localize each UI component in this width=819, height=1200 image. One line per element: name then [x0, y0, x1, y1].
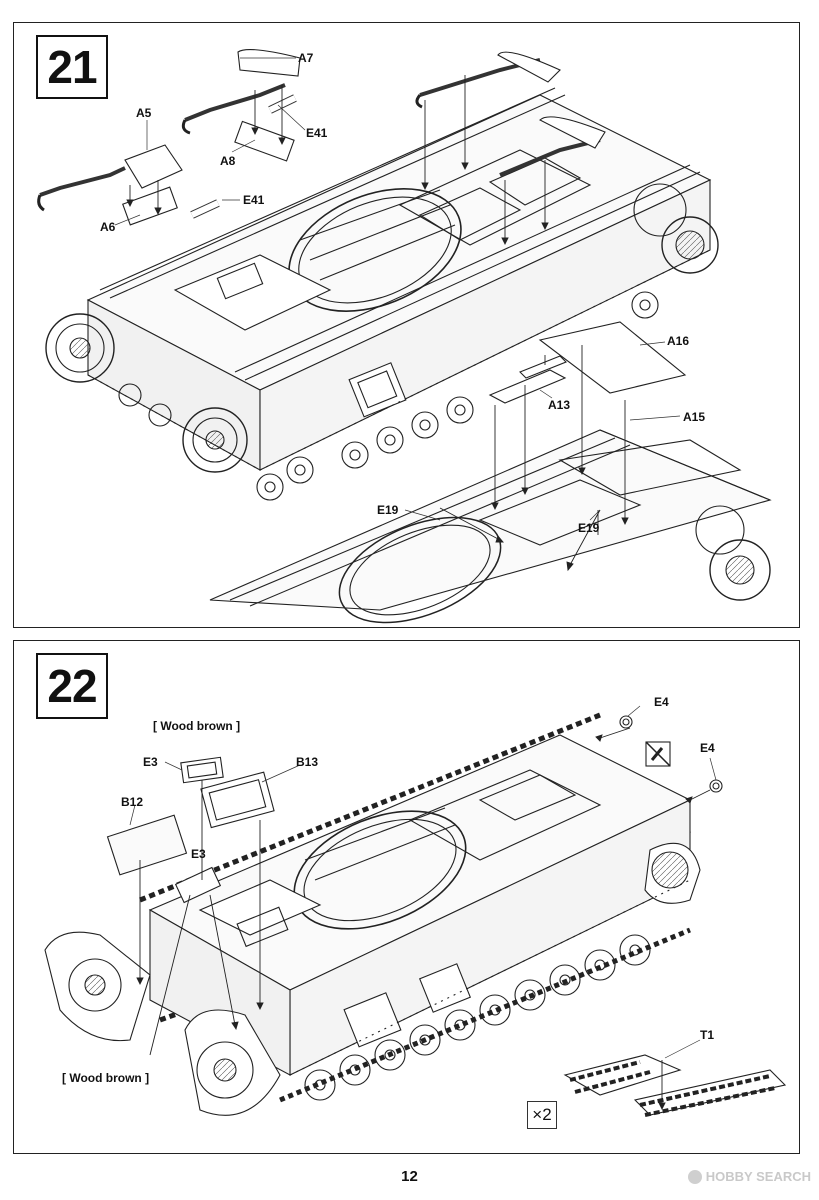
label-E3-bottom: E3	[191, 847, 206, 861]
paint-note-wood-brown-bottom: [ Wood brown ]	[62, 1071, 150, 1085]
step-21-number: 21	[36, 35, 108, 99]
label-A16: A16	[667, 334, 690, 348]
label-A15: A15	[683, 410, 706, 424]
label-E41-bottom: E41	[243, 193, 265, 207]
label-E19-left: E19	[377, 503, 399, 517]
label-E4-right: E4	[700, 741, 715, 755]
label-A7: A7	[298, 51, 314, 65]
label-B13: B13	[296, 755, 319, 769]
multiplier-x2: ×2	[527, 1101, 557, 1129]
label-E4-top: E4	[654, 695, 669, 709]
watermark-logo-icon	[687, 1169, 702, 1184]
watermark: HOBBY SEARCH	[687, 1169, 811, 1184]
label-E3-top: E3	[143, 755, 158, 769]
step-21-illustration	[37, 49, 772, 624]
label-A5: A5	[136, 106, 152, 120]
label-E19-right: E19	[578, 521, 600, 535]
paint-note-wood-brown-top: [ Wood brown ]	[153, 719, 241, 733]
page-number: 12	[401, 1168, 418, 1185]
label-E41-top: E41	[306, 126, 328, 140]
label-T1: T1	[700, 1028, 715, 1042]
label-A8: A8	[220, 154, 236, 168]
label-B12: B12	[121, 795, 144, 809]
label-A6: A6	[100, 220, 116, 234]
watermark-text: HOBBY SEARCH	[705, 1169, 811, 1184]
step-22-number: 22	[36, 653, 108, 719]
label-A13: A13	[548, 398, 571, 412]
